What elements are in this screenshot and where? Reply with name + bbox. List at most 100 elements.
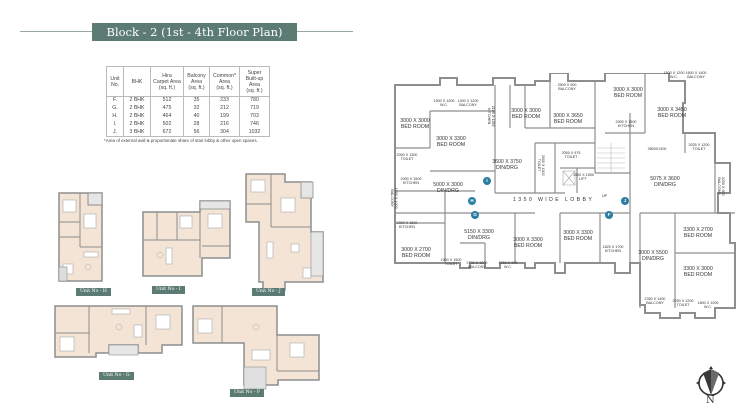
- unit-tag-i: Unit No - I: [152, 286, 185, 294]
- cell: 216: [209, 120, 240, 129]
- compass-north-label: N: [706, 395, 715, 406]
- cell: 2 BHK: [123, 96, 151, 105]
- col-common-area: Common*Area(sq. ft.): [209, 66, 240, 97]
- cell: 502: [150, 120, 184, 129]
- col-bhk: BHK: [123, 66, 151, 97]
- unit-tag-f: Unit No - F: [230, 389, 265, 397]
- cell: H.: [106, 112, 124, 121]
- cell: 672: [150, 128, 184, 137]
- unit-plan-i: Unit No - I: [142, 200, 232, 294]
- unit-tag-j: Unit No - J: [252, 288, 285, 296]
- cell: 1032: [239, 128, 270, 137]
- cell: 512: [150, 96, 184, 105]
- unit-tag-h: Unit No - H: [76, 288, 111, 296]
- table-footnote: *Area of external wall & proportionate s…: [104, 138, 258, 143]
- unit-plan-g: Unit No - G: [54, 305, 184, 380]
- cell: 56: [183, 128, 210, 137]
- cell: 464: [150, 112, 184, 121]
- cell: 2 BHK: [123, 104, 151, 113]
- cell: 28: [183, 120, 210, 129]
- cell: G.: [106, 104, 124, 113]
- lobby-label: 1350 WIDE LOBBY: [513, 197, 595, 203]
- compass-icon: [696, 366, 726, 396]
- page-title: Block - 2 (1st - 4th Floor Plan): [92, 23, 297, 41]
- unit-badge-j: J: [621, 197, 629, 205]
- cell: F.: [106, 96, 124, 105]
- title-rule-right: [297, 31, 353, 32]
- cell: 35: [183, 96, 210, 105]
- unit-badge-h: H: [468, 197, 476, 205]
- unit-plan-j: Unit No - J: [245, 172, 325, 296]
- unit-badge-f: F: [605, 211, 613, 219]
- cell: 212: [209, 104, 240, 113]
- cell: 719: [239, 104, 270, 113]
- cell: 703: [239, 112, 270, 121]
- cell: I.: [106, 120, 124, 129]
- unit-plan-h: Unit No - H: [58, 192, 111, 296]
- stair-up-label: UP: [602, 194, 608, 198]
- cell: 475: [150, 104, 184, 113]
- title-rule-left: [20, 31, 92, 32]
- cell: 2 BHK: [123, 112, 151, 121]
- cell: 304: [209, 128, 240, 137]
- unit-plan-f: Unit No - F: [192, 305, 322, 397]
- cell: 746: [239, 120, 270, 129]
- unit-tag-g: Unit No - G: [99, 372, 134, 380]
- cell: 2 BHK: [123, 120, 151, 129]
- unit-badge-g: G: [471, 211, 479, 219]
- unit-j-drawing: [245, 173, 324, 291]
- unit-f-drawing: [192, 305, 320, 390]
- room-passage: 2800X1300: [647, 147, 667, 151]
- cell: 32: [183, 104, 210, 113]
- unit-badge-i: I: [483, 177, 491, 185]
- cell: J.: [106, 128, 124, 137]
- unit-i-drawing: [142, 200, 231, 277]
- cell: 233: [209, 96, 240, 105]
